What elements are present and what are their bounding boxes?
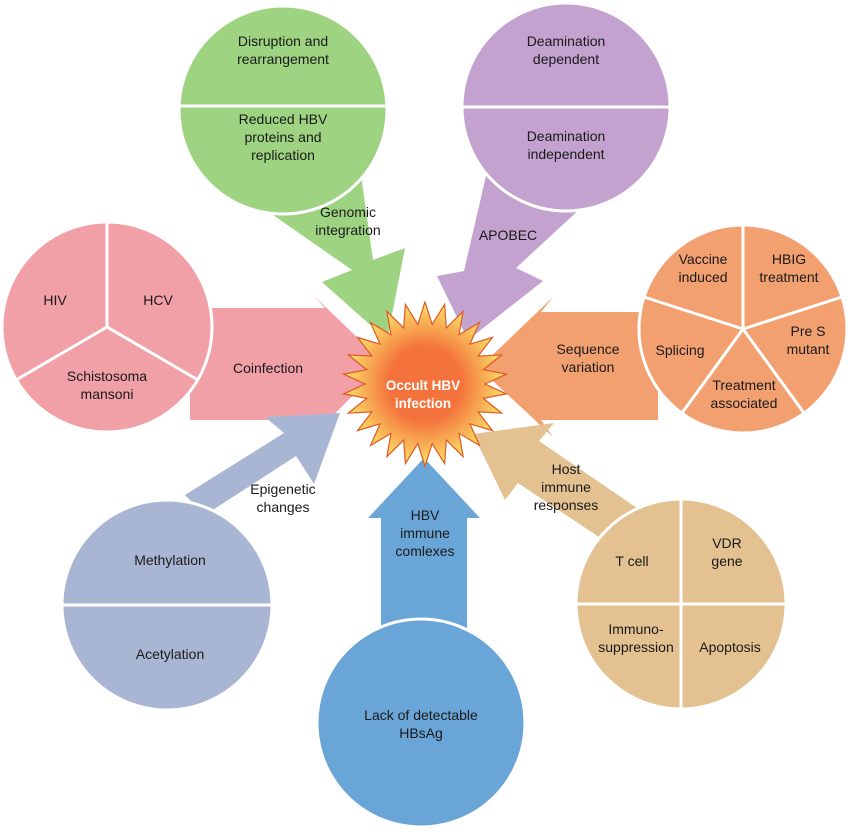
apobec-arrow-label: APOBEC bbox=[479, 227, 537, 243]
coinfection-divider-right bbox=[106, 325, 199, 382]
genomic-integration-circle bbox=[177, 4, 389, 216]
sequence-divider-5 bbox=[643, 295, 744, 331]
sequence-divider-2 bbox=[742, 295, 843, 331]
host-immunosuppression-label: Immuno-suppression bbox=[598, 621, 674, 655]
sequence-variation-arrow bbox=[479, 297, 658, 437]
coinfection-arrow-label: Coinfection bbox=[233, 360, 303, 376]
coinfection-hiv-label: HIV bbox=[43, 292, 67, 308]
coinfection-arrow bbox=[190, 295, 385, 435]
epigenetic-methylation-label: Methylation bbox=[134, 552, 206, 568]
immune-complexes-arrow bbox=[368, 458, 480, 645]
epigenetic-acetylation-label: Acetylation bbox=[136, 646, 204, 662]
epigenetic-changes-arrow bbox=[185, 413, 340, 515]
coinfection-hcv-label: HCV bbox=[143, 292, 173, 308]
host-apoptosis-label: Apoptosis bbox=[699, 639, 760, 655]
host-t-cell-label: T cell bbox=[615, 553, 648, 569]
apobec-arrow bbox=[437, 176, 582, 340]
occult-hbv-starburst bbox=[341, 300, 509, 468]
lack-of-hbsag-circle bbox=[315, 617, 527, 829]
coinfection-divider-left bbox=[15, 325, 108, 382]
sequence-divider-4 bbox=[680, 328, 745, 414]
host-immune-responses-arrow bbox=[473, 423, 653, 559]
sequence-divider-3 bbox=[741, 328, 806, 414]
sequence-splicing-label: Splicing bbox=[655, 342, 704, 358]
